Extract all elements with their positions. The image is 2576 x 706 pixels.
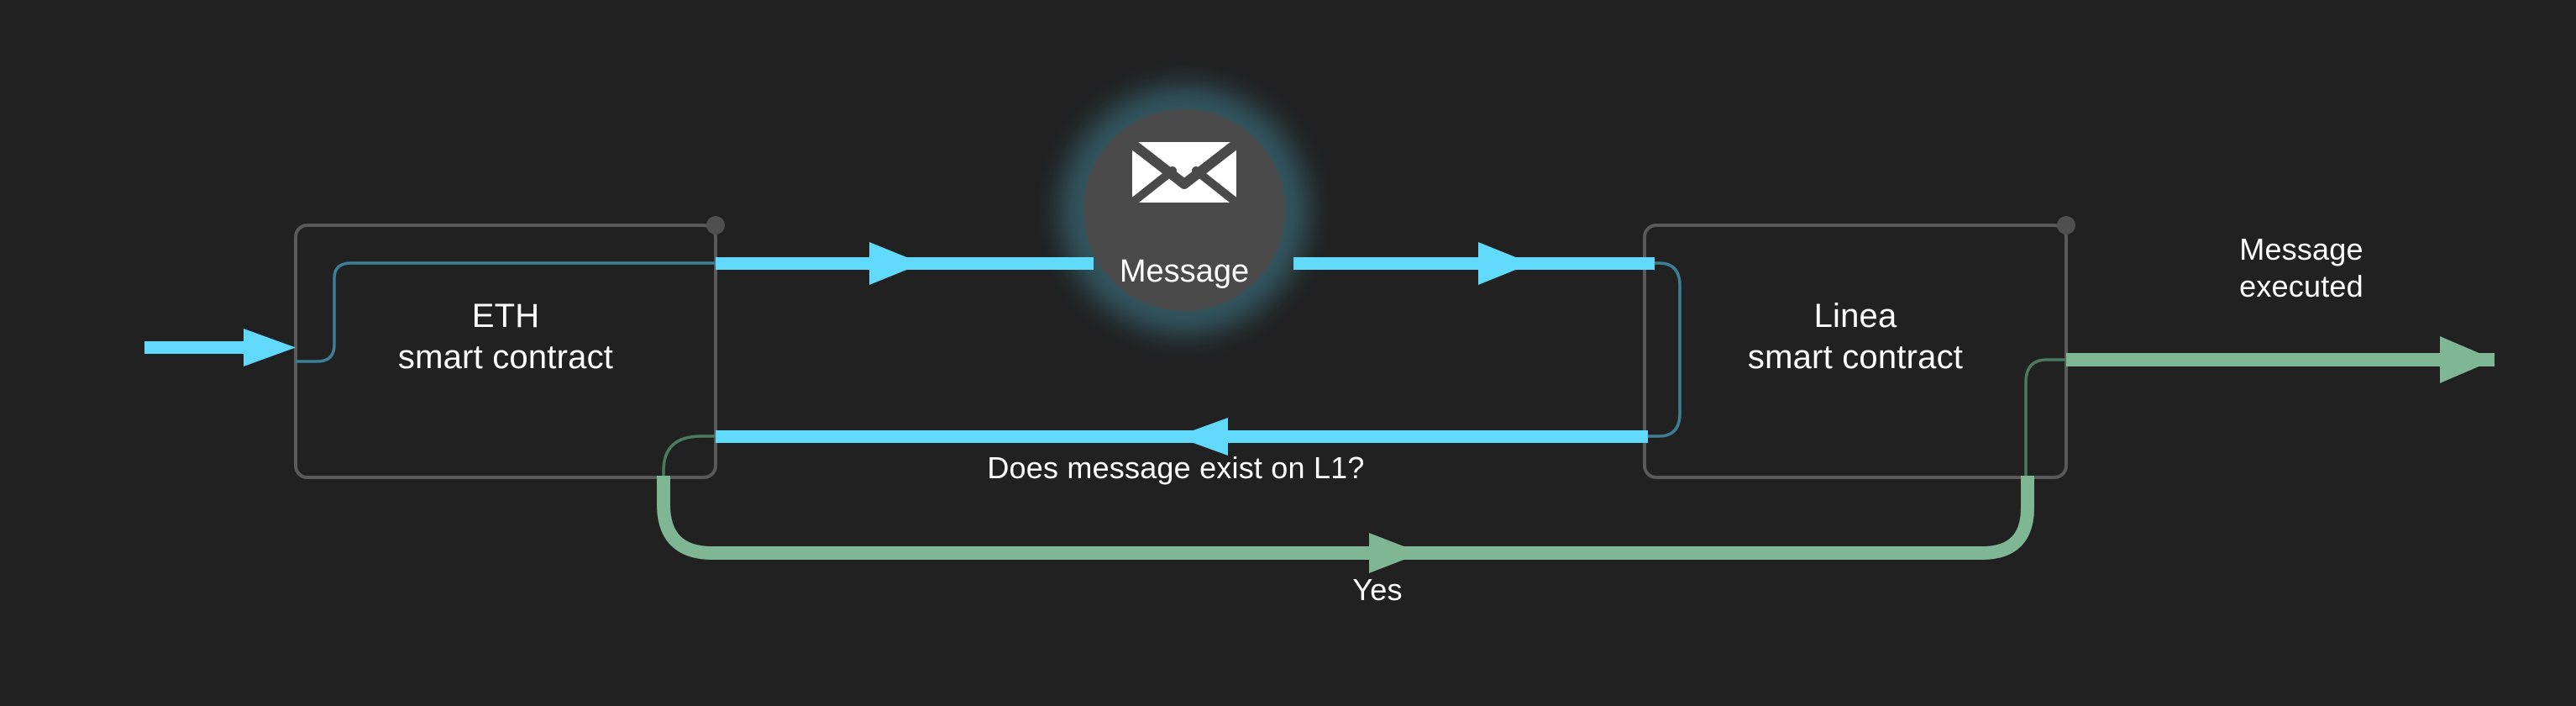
message-node[interactable] <box>1083 109 1285 311</box>
eth-inner-traces <box>296 261 716 477</box>
envelope-icon <box>1127 139 1241 207</box>
edge-l1-query <box>716 418 1648 456</box>
edge-yes-path <box>657 476 2034 573</box>
eth-contract-box-outline <box>294 224 717 479</box>
edge-eth-to-message <box>716 242 1094 285</box>
linea-contract-box[interactable] <box>1643 224 2068 479</box>
edge-entry-arrow <box>144 329 296 366</box>
linea-box-corner-dot[interactable] <box>2057 216 2075 234</box>
edge-message-to-linea <box>1293 242 1655 285</box>
linea-contract-box-outline <box>1643 224 2068 479</box>
eth-contract-box[interactable] <box>294 224 717 479</box>
linea-inner-traces <box>1645 261 2066 477</box>
message-circle <box>1083 109 1285 311</box>
edge-message-executed <box>2066 336 2495 383</box>
message-glow <box>1075 101 1293 319</box>
eth-box-corner-dot[interactable] <box>706 216 725 234</box>
